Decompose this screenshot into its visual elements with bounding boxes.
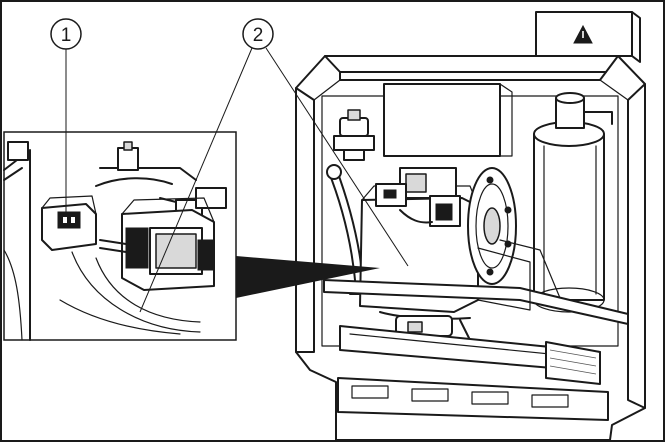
burner-flange xyxy=(467,167,517,285)
boiler-unit xyxy=(295,11,646,441)
callout-2: 2 xyxy=(139,18,409,313)
zoom-pointer xyxy=(236,256,380,298)
control-module xyxy=(41,195,97,251)
boiler-base xyxy=(337,377,609,421)
warning-triangle-icon xyxy=(573,24,593,44)
detail-inset xyxy=(3,131,237,341)
connector-block xyxy=(99,197,215,291)
callout-2-label: 2 xyxy=(253,25,264,46)
combustion-cylinder xyxy=(533,92,613,313)
valve-assembly xyxy=(333,109,375,161)
top-junction-box xyxy=(535,11,641,63)
callout-1: 1 xyxy=(50,18,82,212)
callout-1-label: 1 xyxy=(61,25,72,46)
